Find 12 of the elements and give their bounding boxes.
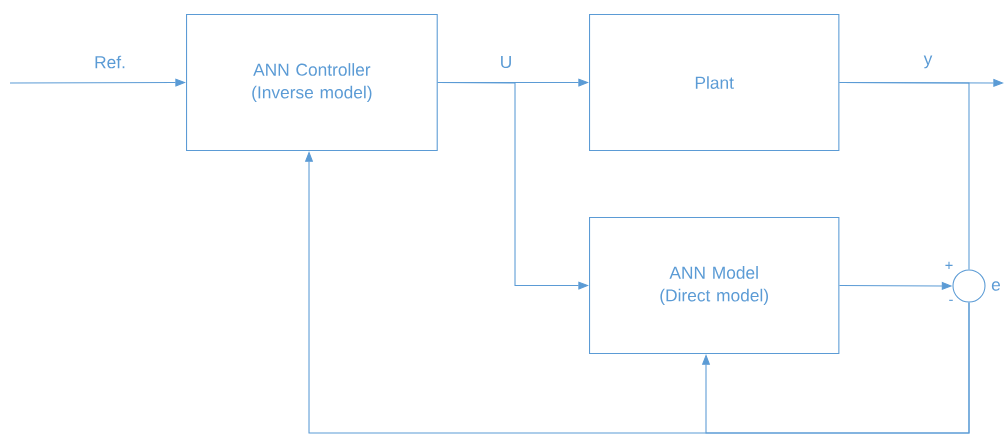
signal-label: e — [991, 281, 1000, 291]
process-box: ANN Model (Direct model) — [589, 217, 840, 355]
edge-label: y — [922, 54, 934, 70]
arrow — [9, 78, 186, 87]
sign-label: + — [945, 261, 953, 269]
summing-junction — [952, 269, 986, 303]
sign-label: - — [949, 299, 953, 301]
edge-label: U — [498, 54, 514, 70]
arrow — [701, 302, 970, 434]
process-box: Plant — [589, 14, 840, 152]
process-box: ANN Controller (Inverse model) — [186, 14, 438, 152]
edge-label: Ref. — [92, 54, 128, 70]
